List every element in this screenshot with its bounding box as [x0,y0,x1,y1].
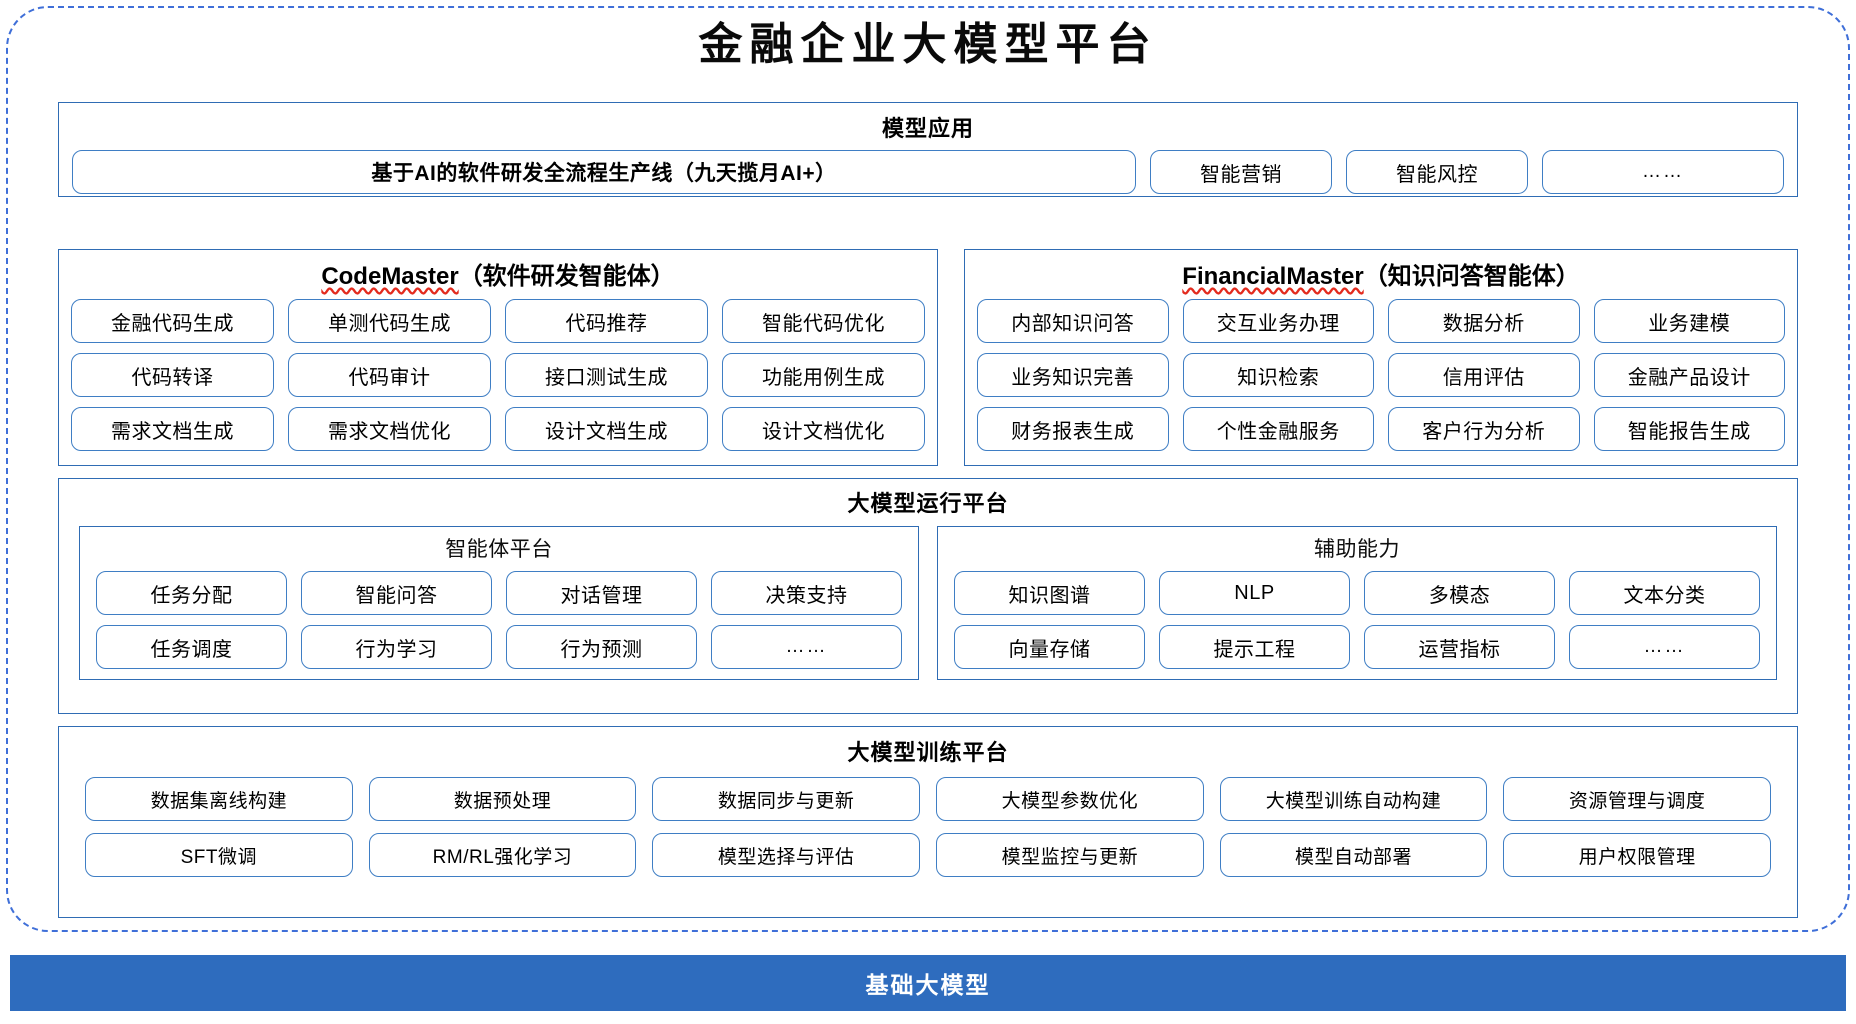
training-item[interactable]: 数据预处理 [368,777,637,821]
financialmaster-item[interactable]: 信用评估 [1388,353,1580,397]
support-item[interactable]: 文本分类 [1569,571,1760,615]
codemaster-item[interactable]: 智能代码优化 [722,299,925,343]
training-item[interactable]: 数据同步与更新 [652,777,920,821]
codemaster-item[interactable]: 接口测试生成 [505,353,708,397]
subpanel-title-agent-platform: 智能体平台 [445,538,553,561]
support-item-more[interactable]: …… [1569,625,1760,669]
codemaster-item[interactable]: 需求文档生成 [71,407,274,451]
financialmaster-capability-grid: 内部知识问答 交互业务办理 数据分析 业务建模 业务知识完善 知识检索 信用评估… [965,291,1797,451]
codemaster-item[interactable]: 功能用例生成 [722,353,925,397]
financialmaster-item[interactable]: 交互业务办理 [1182,299,1374,343]
support-item[interactable]: 向量存储 [954,625,1145,669]
section-model-applications: 模型应用 基于AI的软件研发全流程生产线（九天揽月AI+） 智能营销 智能风控 … [58,102,1798,197]
app-item-ai-sdlc-pipeline[interactable]: 基于AI的软件研发全流程生产线（九天揽月AI+） [72,150,1136,194]
financialmaster-item[interactable]: 业务知识完善 [977,353,1169,397]
financialmaster-item[interactable]: 内部知识问答 [977,299,1169,343]
section-training-platform: 大模型训练平台 数据集离线构建 数据预处理 数据同步与更新 大模型参数优化 大模… [58,726,1798,918]
financialmaster-heading: FinancialMaster（知识问答智能体） [965,256,1797,291]
agent-platform-item[interactable]: 任务分配 [96,571,287,615]
financialmaster-item[interactable]: 客户行为分析 [1388,407,1580,451]
codemaster-item[interactable]: 代码推荐 [505,299,708,343]
codemaster-item[interactable]: 代码审计 [288,353,491,397]
financialmaster-item[interactable]: 财务报表生成 [977,407,1169,451]
support-item[interactable]: 运营指标 [1364,625,1555,669]
section-financialmaster: FinancialMaster（知识问答智能体） 内部知识问答 交互业务办理 数… [964,249,1798,466]
financialmaster-item[interactable]: 金融产品设计 [1593,353,1785,397]
agent-platform-item[interactable]: 行为预测 [506,625,697,669]
codemaster-item[interactable]: 单测代码生成 [288,299,491,343]
financialmaster-item[interactable]: 智能报告生成 [1593,407,1785,451]
training-item[interactable]: RM/RL强化学习 [368,833,637,877]
support-item[interactable]: 知识图谱 [954,571,1145,615]
section-codemaster: CodeMaster（软件研发智能体） 金融代码生成 单测代码生成 代码推荐 智… [58,249,938,466]
codemaster-name: CodeMaster [321,263,459,290]
section-title-training-platform: 大模型训练平台 [847,740,1009,765]
support-item[interactable]: 提示工程 [1159,625,1350,669]
codemaster-item[interactable]: 设计文档优化 [722,407,925,451]
app-item-smart-risk-control[interactable]: 智能风控 [1346,150,1528,194]
training-item[interactable]: 用户权限管理 [1503,833,1771,877]
page-title: 金融企业大模型平台 [698,19,1158,70]
section-title-model-applications: 模型应用 [881,116,974,141]
training-item[interactable]: SFT微调 [85,833,353,877]
support-item[interactable]: 多模态 [1364,571,1555,615]
agent-platform-item-more[interactable]: …… [711,625,902,669]
training-item[interactable]: 数据集离线构建 [85,777,353,821]
codemaster-item[interactable]: 需求文档优化 [288,407,491,451]
training-item[interactable]: 模型自动部署 [1219,833,1488,877]
support-capabilities-grid: 知识图谱 NLP 多模态 文本分类 向量存储 提示工程 运营指标 …… [938,563,1776,669]
codemaster-item[interactable]: 设计文档生成 [505,407,708,451]
app-item-smart-marketing[interactable]: 智能营销 [1150,150,1332,194]
section-runtime-platform: 大模型运行平台 智能体平台 任务分配 智能问答 对话管理 决策支持 任务调度 行… [58,478,1798,714]
codemaster-item[interactable]: 金融代码生成 [71,299,274,343]
training-platform-grid: 数据集离线构建 数据预处理 数据同步与更新 大模型参数优化 大模型训练自动构建 … [59,767,1797,877]
subpanel-agent-platform: 智能体平台 任务分配 智能问答 对话管理 决策支持 任务调度 行为学习 行为预测… [79,526,919,680]
outer-dashed-frame [6,6,1850,932]
codemaster-suffix: （软件研发智能体） [458,263,675,290]
financialmaster-item[interactable]: 个性金融服务 [1182,407,1374,451]
financialmaster-name: FinancialMaster [1182,263,1364,290]
base-model-bar: 基础大模型 [10,955,1846,1011]
app-item-more[interactable]: …… [1542,150,1784,194]
model-applications-row: 基于AI的软件研发全流程生产线（九天揽月AI+） 智能营销 智能风控 …… [59,143,1797,194]
training-item[interactable]: 模型选择与评估 [652,833,920,877]
codemaster-heading: CodeMaster（软件研发智能体） [59,256,937,291]
agent-platform-grid: 任务分配 智能问答 对话管理 决策支持 任务调度 行为学习 行为预测 …… [80,563,918,669]
agent-platform-item[interactable]: 行为学习 [301,625,492,669]
training-item[interactable]: 资源管理与调度 [1503,777,1771,821]
codemaster-capability-grid: 金融代码生成 单测代码生成 代码推荐 智能代码优化 代码转译 代码审计 接口测试… [59,291,937,451]
financialmaster-item[interactable]: 知识检索 [1182,353,1374,397]
codemaster-item[interactable]: 代码转译 [71,353,274,397]
financialmaster-suffix: （知识问答智能体） [1363,263,1580,290]
agent-platform-item[interactable]: 对话管理 [506,571,697,615]
support-item[interactable]: NLP [1159,571,1350,615]
runtime-subpanels-row: 智能体平台 任务分配 智能问答 对话管理 决策支持 任务调度 行为学习 行为预测… [59,518,1797,680]
training-item[interactable]: 大模型参数优化 [935,777,1204,821]
agent-platform-item[interactable]: 智能问答 [301,571,492,615]
base-model-label: 基础大模型 [865,972,991,998]
agent-platform-item[interactable]: 任务调度 [96,625,287,669]
financialmaster-item[interactable]: 业务建模 [1593,299,1785,343]
subpanel-support-capabilities: 辅助能力 知识图谱 NLP 多模态 文本分类 向量存储 提示工程 运营指标 …… [937,526,1777,680]
subpanel-title-support-capabilities: 辅助能力 [1314,538,1400,561]
training-item[interactable]: 大模型训练自动构建 [1219,777,1488,821]
financialmaster-item[interactable]: 数据分析 [1388,299,1580,343]
section-title-runtime-platform: 大模型运行平台 [847,491,1009,516]
agent-platform-item[interactable]: 决策支持 [711,571,902,615]
training-item[interactable]: 模型监控与更新 [935,833,1204,877]
